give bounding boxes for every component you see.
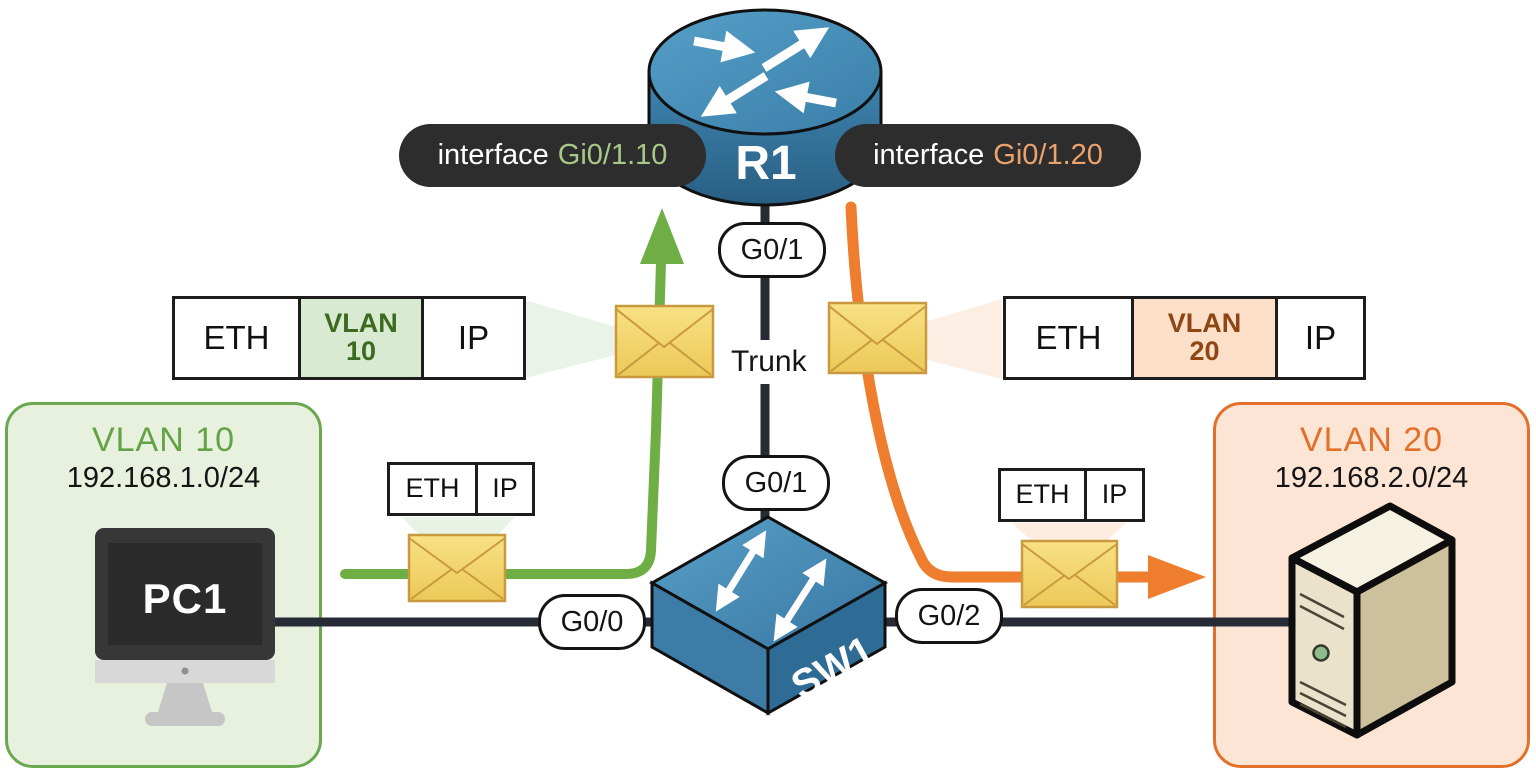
interface-keyword: interface <box>437 139 549 171</box>
server-tower-icon <box>1288 502 1456 739</box>
vlan20-frame-callout <box>908 299 1002 379</box>
vlan20-zone-title: VLAN 20 <box>1299 421 1444 459</box>
orange-arrowhead-icon <box>1148 555 1206 599</box>
untagged-frame-right: ETH IP <box>998 468 1145 522</box>
envelope-icon-untagged-right <box>1020 539 1119 609</box>
frame-eth-field: ETH <box>405 473 460 504</box>
envelope-icon-untagged-left <box>407 533 507 603</box>
subinterface-vlan10-name: Gi0/1.10 <box>557 139 668 171</box>
router-arrow-ne <box>761 27 830 72</box>
interface-keyword: interface <box>873 139 985 171</box>
envelope-icon-tagged-vlan20 <box>827 301 928 375</box>
router-icon <box>647 8 883 207</box>
switch-port-g00-label: G0/0 <box>538 594 646 650</box>
interface-gi0110-label: interface Gi0/1.10 <box>399 124 706 187</box>
untagged-left-callout <box>402 517 515 537</box>
router-port-g01-label: G0/1 <box>718 222 826 278</box>
envelope-icon-tagged-vlan10 <box>614 304 715 379</box>
switch-port-g01-label: G0/1 <box>722 455 830 511</box>
subinterface-vlan20-name: Gi0/1.20 <box>993 139 1103 171</box>
vlan10-packet-path <box>340 208 684 579</box>
frame-ip-field: IP <box>1275 299 1363 377</box>
vlan10-frame-callout <box>521 299 616 379</box>
frame-vlan10-tag-field: VLAN 10 <box>298 299 421 377</box>
vlan-tag-word: VLAN <box>1167 308 1242 339</box>
switch-port-g02-label: G0/2 <box>895 588 1003 644</box>
desktop-pc-icon <box>95 528 275 726</box>
vlan10-zone-subnet: 192.168.1.0/24 <box>66 462 261 494</box>
switch-arrow-left <box>715 530 767 612</box>
vlan20-packet-path <box>845 201 1206 599</box>
frame-eth-field: ETH <box>1015 479 1070 510</box>
frame-eth-field: ETH <box>1035 319 1102 357</box>
vlan10-zone-title: VLAN 10 <box>91 421 236 459</box>
server-led-icon <box>1312 644 1330 662</box>
vlan-tag-word: VLAN <box>324 308 398 339</box>
frame-eth-field: ETH <box>203 319 270 357</box>
vlan20-zone-subnet: 192.168.2.0/24 <box>1274 462 1469 494</box>
untagged-frame-left: ETH IP <box>387 462 535 516</box>
envelope-icons <box>407 301 1119 609</box>
frame-ip-field: IP <box>1084 471 1142 519</box>
router-arrow-in-right <box>774 81 837 114</box>
interface-gi0120-label: interface Gi0/1.20 <box>835 124 1141 187</box>
frame-vlan20-tag-field: VLAN 20 <box>1131 299 1275 377</box>
switch-icon <box>648 515 889 716</box>
green-arrowhead-icon <box>640 208 684 264</box>
tagged-frame-vlan20: ETH VLAN 20 IP <box>1003 296 1366 380</box>
pc-name-label: PC1 <box>142 575 228 622</box>
trunk-link-label: Trunk <box>719 340 819 384</box>
router-name-label: R1 <box>735 137 797 190</box>
frame-ip-field: IP <box>421 299 523 377</box>
vlan-tag-id: 10 <box>345 336 377 366</box>
router-arrow-sw <box>700 72 769 117</box>
vlan-tag-id: 20 <box>1189 336 1220 366</box>
switch-arrow-right <box>773 558 827 642</box>
router-arrow-in-left <box>693 30 756 63</box>
frame-ip-field: IP <box>475 465 532 513</box>
frame-callouts <box>402 299 1126 543</box>
tagged-frame-vlan10: ETH VLAN 10 IP <box>172 296 526 380</box>
untagged-right-callout <box>1012 523 1126 543</box>
